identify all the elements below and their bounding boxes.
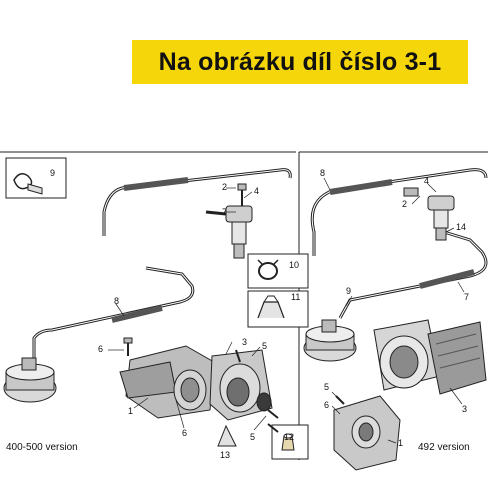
label-7-right: 7 <box>464 292 469 302</box>
label-1-left: 1 <box>128 406 133 416</box>
left-bolts <box>123 337 279 433</box>
label-4-left: 4 <box>254 186 259 196</box>
right-intake-manifold <box>333 395 401 471</box>
left-injector <box>205 205 253 259</box>
left-intake-manifold <box>119 345 215 419</box>
leader-lines <box>108 177 465 444</box>
label-14: 14 <box>456 222 466 232</box>
label-4-right: 4 <box>424 176 429 186</box>
inset-clip-11 <box>247 290 309 328</box>
right-injector <box>403 187 455 241</box>
label-8-left: 8 <box>114 296 119 306</box>
banner-text: Na obrázku díl číslo 3-1 <box>158 47 442 76</box>
right-fuel-pump <box>303 319 357 362</box>
label-6-left-a: 6 <box>98 344 103 354</box>
inset-clip-9 <box>5 157 67 199</box>
label-7-left: 7 <box>222 207 227 217</box>
right-fuel-hose-upper <box>310 168 488 256</box>
label-8-right: 8 <box>320 168 325 178</box>
label-6-right: 6 <box>324 400 329 410</box>
label-5-right: 5 <box>324 382 329 392</box>
inset-cap-12 <box>271 424 309 460</box>
label-5-left-b: 5 <box>250 432 255 442</box>
label-9: 9 <box>50 168 55 178</box>
part-number-banner: Na obrázku díl číslo 3-1 <box>132 40 468 84</box>
label-1-right: 1 <box>398 438 403 448</box>
label-11: 11 <box>291 292 300 302</box>
right-throttle-body <box>373 319 487 395</box>
left-bracket-13 <box>217 424 237 447</box>
label-6-left-b: 6 <box>182 428 187 438</box>
version-right-caption: 492 version <box>418 442 470 453</box>
version-left-caption: 400-500 version <box>6 442 78 453</box>
label-3-left: 3 <box>242 337 247 347</box>
label-3-right: 3 <box>462 404 467 414</box>
left-screw-2 <box>237 183 247 206</box>
label-10: 10 <box>289 260 299 270</box>
left-fuel-hose-upper <box>102 168 292 236</box>
left-fuel-pump <box>3 357 57 403</box>
label-2-right: 2 <box>402 199 407 209</box>
label-9-right: 9 <box>346 286 351 296</box>
left-throttle-body <box>209 349 273 421</box>
left-fuel-hose-lower <box>32 266 195 362</box>
inset-clamp-10 <box>247 253 309 289</box>
label-2-left: 2 <box>222 182 227 192</box>
label-13: 13 <box>220 450 230 460</box>
right-fuel-hose-lower <box>338 230 488 319</box>
label-12: 12 <box>284 432 294 442</box>
label-5-left-a: 5 <box>262 341 267 351</box>
